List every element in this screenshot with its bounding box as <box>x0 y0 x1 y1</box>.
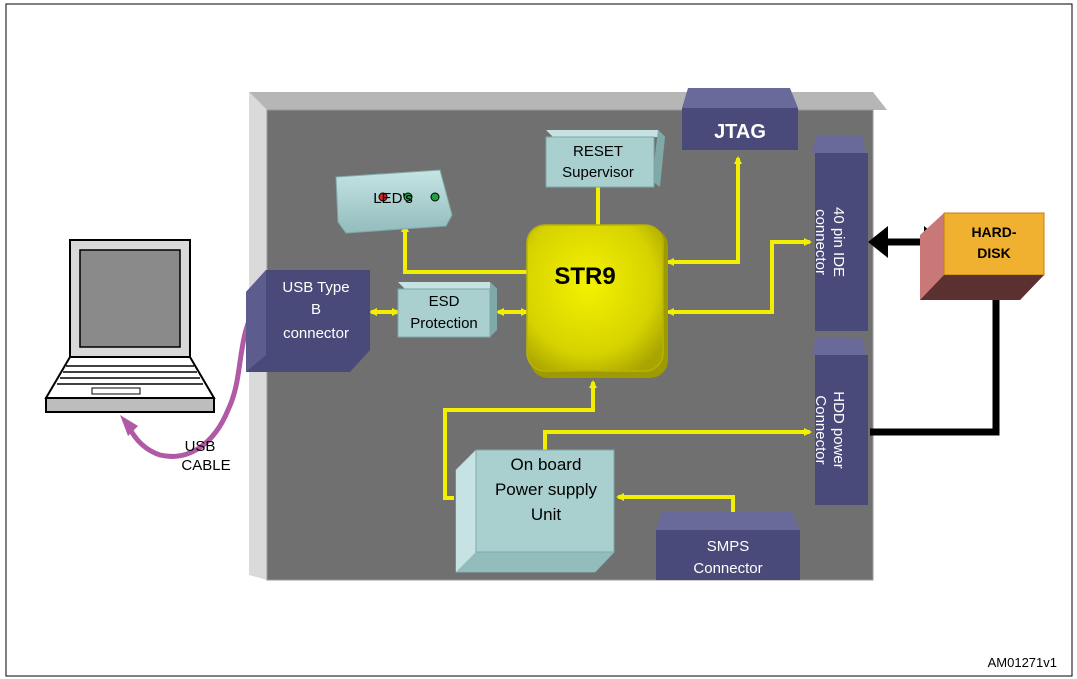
ide-label-line2: connector <box>812 209 829 275</box>
psu-hddpower-link <box>543 428 812 450</box>
hard-disk-label-line2: DISK <box>977 245 1010 261</box>
reset-supervisor-block: RESET Supervisor <box>545 130 665 188</box>
usb-connector: USB Type B connector <box>246 270 370 372</box>
jtag-label: JTAG <box>714 121 766 143</box>
mcu-label: STR9 <box>554 263 615 290</box>
hddpower-hdd-link <box>870 300 1000 436</box>
psu-label-line2: Power supply <box>495 480 598 499</box>
psu-label-line3: Unit <box>531 505 562 524</box>
ide-label-line1: 40 pin IDE <box>830 207 847 277</box>
smps-psu-link <box>616 493 735 515</box>
mcu-led-link <box>401 224 530 274</box>
hdd-power-connector: HDD power Connector <box>812 337 868 505</box>
hdd-power-label-line2: Connector <box>812 395 829 464</box>
str9-mcu: STR9 <box>526 224 668 378</box>
usb-cable-label-line2: CABLE <box>181 457 230 474</box>
usb-cable-label-line1: USB <box>185 438 216 455</box>
usb-label-line1: USB Type <box>282 279 349 296</box>
led-green-icon <box>403 192 413 202</box>
jtag-connector: JTAG <box>682 88 798 150</box>
esd-label-line1: ESD <box>429 293 460 310</box>
hdd-power-label-line1: HDD power <box>830 391 847 469</box>
leds-block: LED's <box>335 169 453 234</box>
smps-label-line1: SMPS <box>707 538 750 555</box>
led-red-icon <box>378 192 388 202</box>
usb-cable: USB CABLE <box>120 298 263 474</box>
hard-disk-label-line1: HARD- <box>971 224 1016 240</box>
ide-arrow-left-icon <box>868 226 888 258</box>
ide-connector: 40 pin IDE connector <box>812 135 868 331</box>
page-frame <box>5 3 1073 677</box>
hard-disk-block: HARD- DISK <box>920 212 1045 300</box>
reset-label-line1: RESET <box>573 143 623 160</box>
figure-id: AM01271v1 <box>988 655 1057 670</box>
psu-label-line1: On board <box>511 455 582 474</box>
mcu-ide-link <box>666 238 812 316</box>
smps-label-line2: Connector <box>693 560 762 577</box>
usb-label-line3: connector <box>283 325 349 342</box>
led-green-icon-2 <box>430 192 440 202</box>
usb-label-line2: B <box>311 301 321 318</box>
reset-label-line2: Supervisor <box>562 164 634 181</box>
laptop-icon <box>44 239 216 413</box>
leds-label: LED's <box>373 190 413 207</box>
power-supply-unit: On board Power supply Unit <box>455 449 615 573</box>
psu-mcu-link <box>443 380 597 500</box>
smps-connector: SMPS Connector <box>656 512 800 580</box>
esd-label-line2: Protection <box>410 315 478 332</box>
esd-protection-block: ESD Protection <box>397 282 497 338</box>
